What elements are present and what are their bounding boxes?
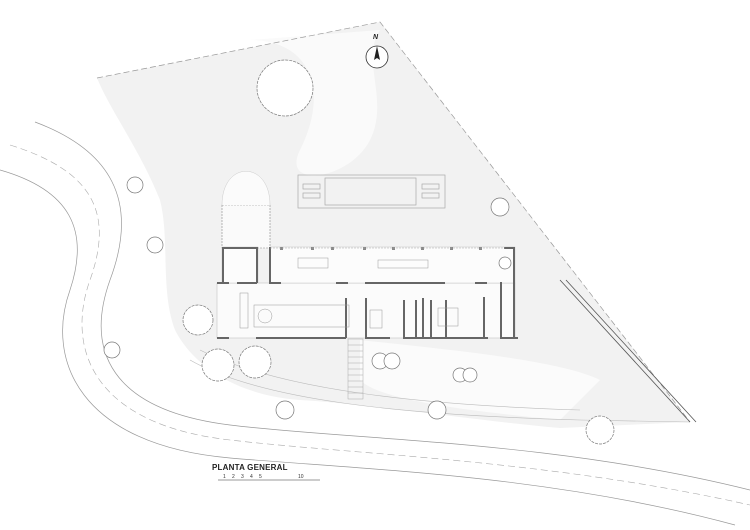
dining-table (297, 257, 329, 269)
entry-stairs (347, 338, 364, 400)
pool (297, 174, 446, 209)
road-centerline (9, 144, 750, 506)
lawn-lighter (250, 30, 380, 176)
property-line (96, 21, 691, 423)
bench (377, 259, 429, 269)
road-edge (34, 121, 750, 491)
scale-label: 10 (298, 474, 304, 480)
boundary-fence (559, 279, 691, 423)
scale-label: 1 (223, 474, 226, 480)
trees (103, 59, 615, 445)
kitchen-island (253, 304, 350, 328)
scale-label: 2 (232, 474, 235, 480)
road-edge (0, 169, 736, 526)
garden-bed (221, 171, 271, 206)
drawing-title: PLANTA GENERAL (212, 463, 288, 472)
boundary-fence (565, 279, 697, 423)
house (216, 246, 518, 339)
lawn-lighter (360, 340, 600, 420)
scale-label: 4 (250, 474, 253, 480)
scale-label: 5 (259, 474, 262, 480)
pergola (221, 204, 271, 249)
scale-label: 3 (241, 474, 244, 480)
north-label: N (373, 34, 379, 41)
